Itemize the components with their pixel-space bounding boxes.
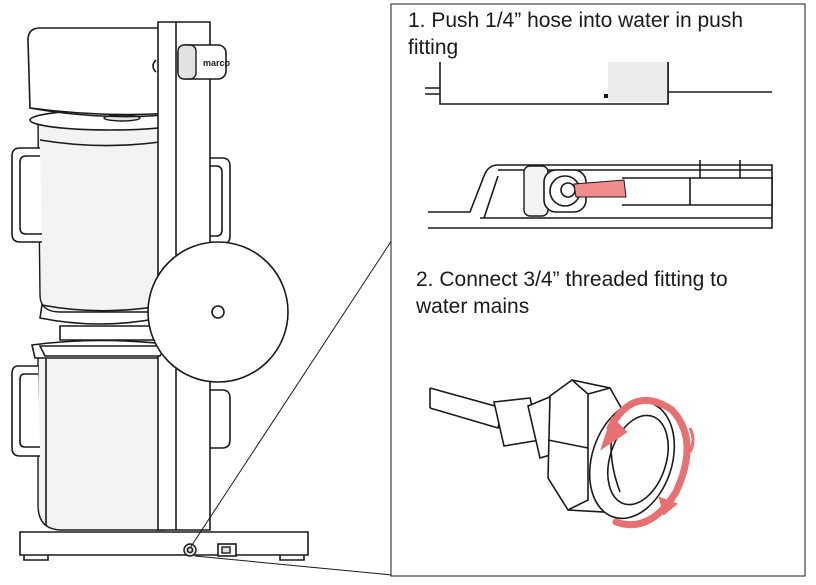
brand-logo: marco	[203, 58, 231, 68]
push-fitting-detail	[428, 160, 773, 229]
rotation-arrow	[606, 396, 691, 529]
highlighted-hose	[573, 179, 627, 198]
lower-container	[11, 339, 176, 531]
step-1-detail-top	[425, 62, 772, 105]
round-disc	[147, 241, 289, 383]
control-knob: marco	[152, 44, 231, 80]
water-inlet-port	[183, 543, 197, 557]
step-1-line-2: fitting	[408, 36, 458, 59]
upper-container	[11, 109, 191, 325]
zoom-line-bottom	[194, 555, 393, 576]
zoom-line-top	[189, 239, 393, 549]
brewer-illustration: marco	[11, 21, 309, 561]
step-2-line-2: water mains	[415, 295, 529, 318]
step-2-line-1: 2. Connect 3/4” threaded fitting to	[416, 268, 728, 291]
step-1-instruction: 1. Push 1/4” hose into water in push fit…	[408, 9, 743, 59]
step-1-line-1: 1. Push 1/4” hose into water in push	[408, 9, 743, 32]
step-2-instruction: 2. Connect 3/4” threaded fitting to wate…	[415, 268, 728, 318]
threaded-fitting-detail	[429, 379, 695, 529]
machine-base	[19, 531, 309, 561]
